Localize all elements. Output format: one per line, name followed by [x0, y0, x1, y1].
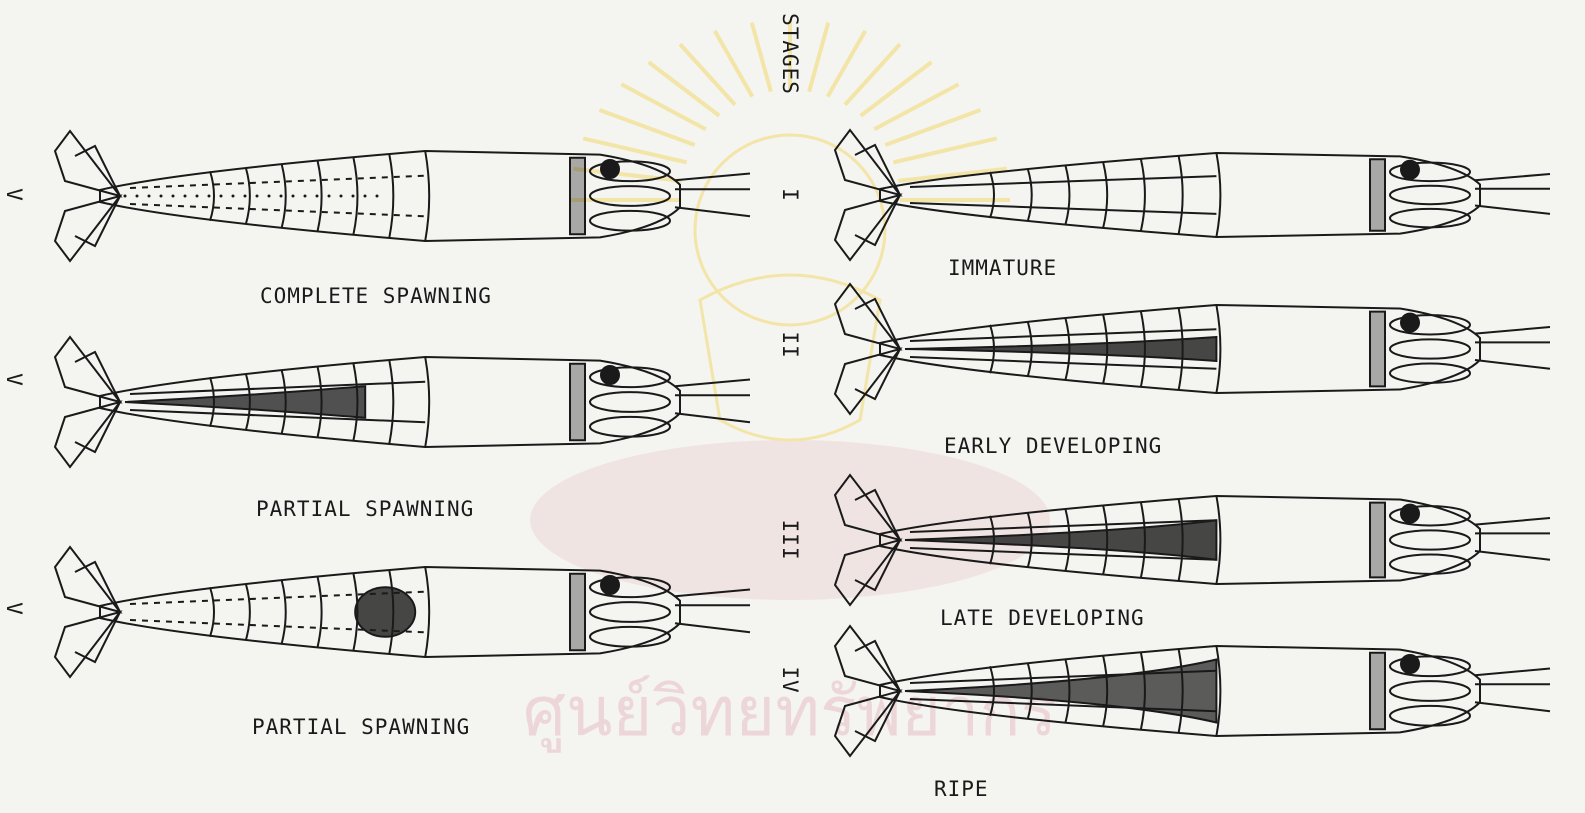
shrimp-right-2: [835, 284, 1550, 414]
stage-numeral-2: II: [778, 285, 802, 405]
caption-complete-spawning: COMPLETE SPAWNING: [260, 284, 492, 308]
caption-ripe: RIPE: [934, 777, 989, 801]
caption-partial-spawning-2: PARTIAL SPAWNING: [252, 715, 470, 739]
stage-numeral-1: I: [778, 135, 802, 255]
caption-immature: IMMATURE: [948, 256, 1057, 280]
shrimp-right-3: [835, 475, 1550, 605]
stage-numeral-v-1: V: [2, 135, 26, 255]
shrimp-left-3: [55, 547, 750, 677]
stage-numeral-v-2: V: [2, 320, 26, 440]
stages-heading: STAGES: [778, 0, 802, 114]
caption-partial-spawning-1: PARTIAL SPAWNING: [256, 497, 474, 521]
stage-numeral-4: IV: [778, 620, 802, 740]
caption-early-developing: EARLY DEVELOPING: [944, 434, 1162, 458]
shrimp-right-1: [835, 130, 1550, 260]
stage-numeral-3: III: [778, 480, 802, 600]
stage-numeral-v-3: V: [2, 549, 26, 669]
caption-late-developing: LATE DEVELOPING: [940, 606, 1145, 630]
shrimp-right-4: [835, 626, 1550, 756]
shrimp-left-1: [55, 131, 750, 261]
shrimp-left-2: [55, 337, 750, 467]
